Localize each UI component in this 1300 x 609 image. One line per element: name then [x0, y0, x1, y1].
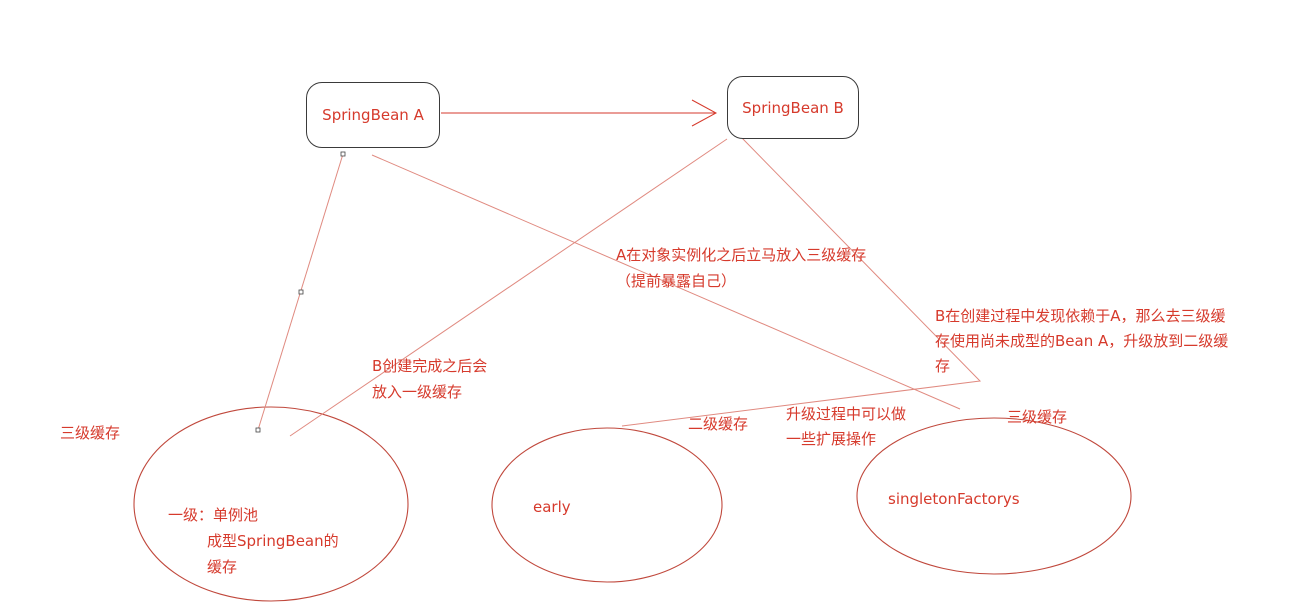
spring-bean-a-label: SpringBean A — [322, 106, 424, 124]
level3-cache-title-left: 三级缓存 — [60, 424, 121, 442]
early-cache-label: early — [533, 498, 571, 516]
singleton-pool-label-line2: 成型SpringBean的 — [207, 532, 339, 550]
singleton-pool-label-line1: 一级：单例池 — [168, 506, 259, 524]
b-done-note-line1: B创建完成之后会 — [372, 357, 488, 375]
singleton-factorys-label: singletonFactorys — [888, 490, 1020, 508]
b-done-note-line2: 放入一级缓存 — [372, 383, 463, 401]
level2-cache-title: 二级缓存 — [688, 415, 749, 433]
connector-handle-mid — [298, 289, 304, 295]
spring-bean-b-label: SpringBean B — [742, 98, 844, 117]
spring-bean-b-node: SpringBean B — [727, 76, 859, 139]
singleton-factorys-ellipse — [856, 417, 1132, 575]
level3-cache-title-right: 三级缓存 — [1007, 408, 1068, 426]
b-dependency-note-line2: 存使用尚未成型的Bean A，升级放到二级缓 — [935, 332, 1229, 350]
connector-handle-top — [340, 151, 346, 157]
singleton-pool-label-line3: 缓存 — [207, 558, 238, 576]
b-to-level2-line — [621, 137, 982, 427]
b-dependency-note-line3: 存 — [935, 357, 951, 375]
a-to-b-arrowhead — [691, 99, 718, 127]
a-to-level3-line — [371, 154, 961, 410]
upgrade-note-line1: 升级过程中可以做 — [786, 405, 907, 423]
b-dependency-note-line1: B在创建过程中发现依赖于A，那么去三级缓 — [935, 307, 1226, 325]
a-exposure-note-sub: （提前暴露自己） — [616, 272, 737, 290]
connector-handle-bottom — [255, 427, 261, 433]
spring-bean-a-node: SpringBean A — [306, 82, 440, 148]
singleton-pool-ellipse — [133, 406, 409, 602]
upgrade-note-line2: 一些扩展操作 — [786, 430, 877, 448]
b-to-pool-line — [289, 138, 728, 437]
early-ellipse — [491, 427, 723, 583]
a-exposure-note: A在对象实例化之后立马放入三级缓存 — [616, 246, 867, 264]
